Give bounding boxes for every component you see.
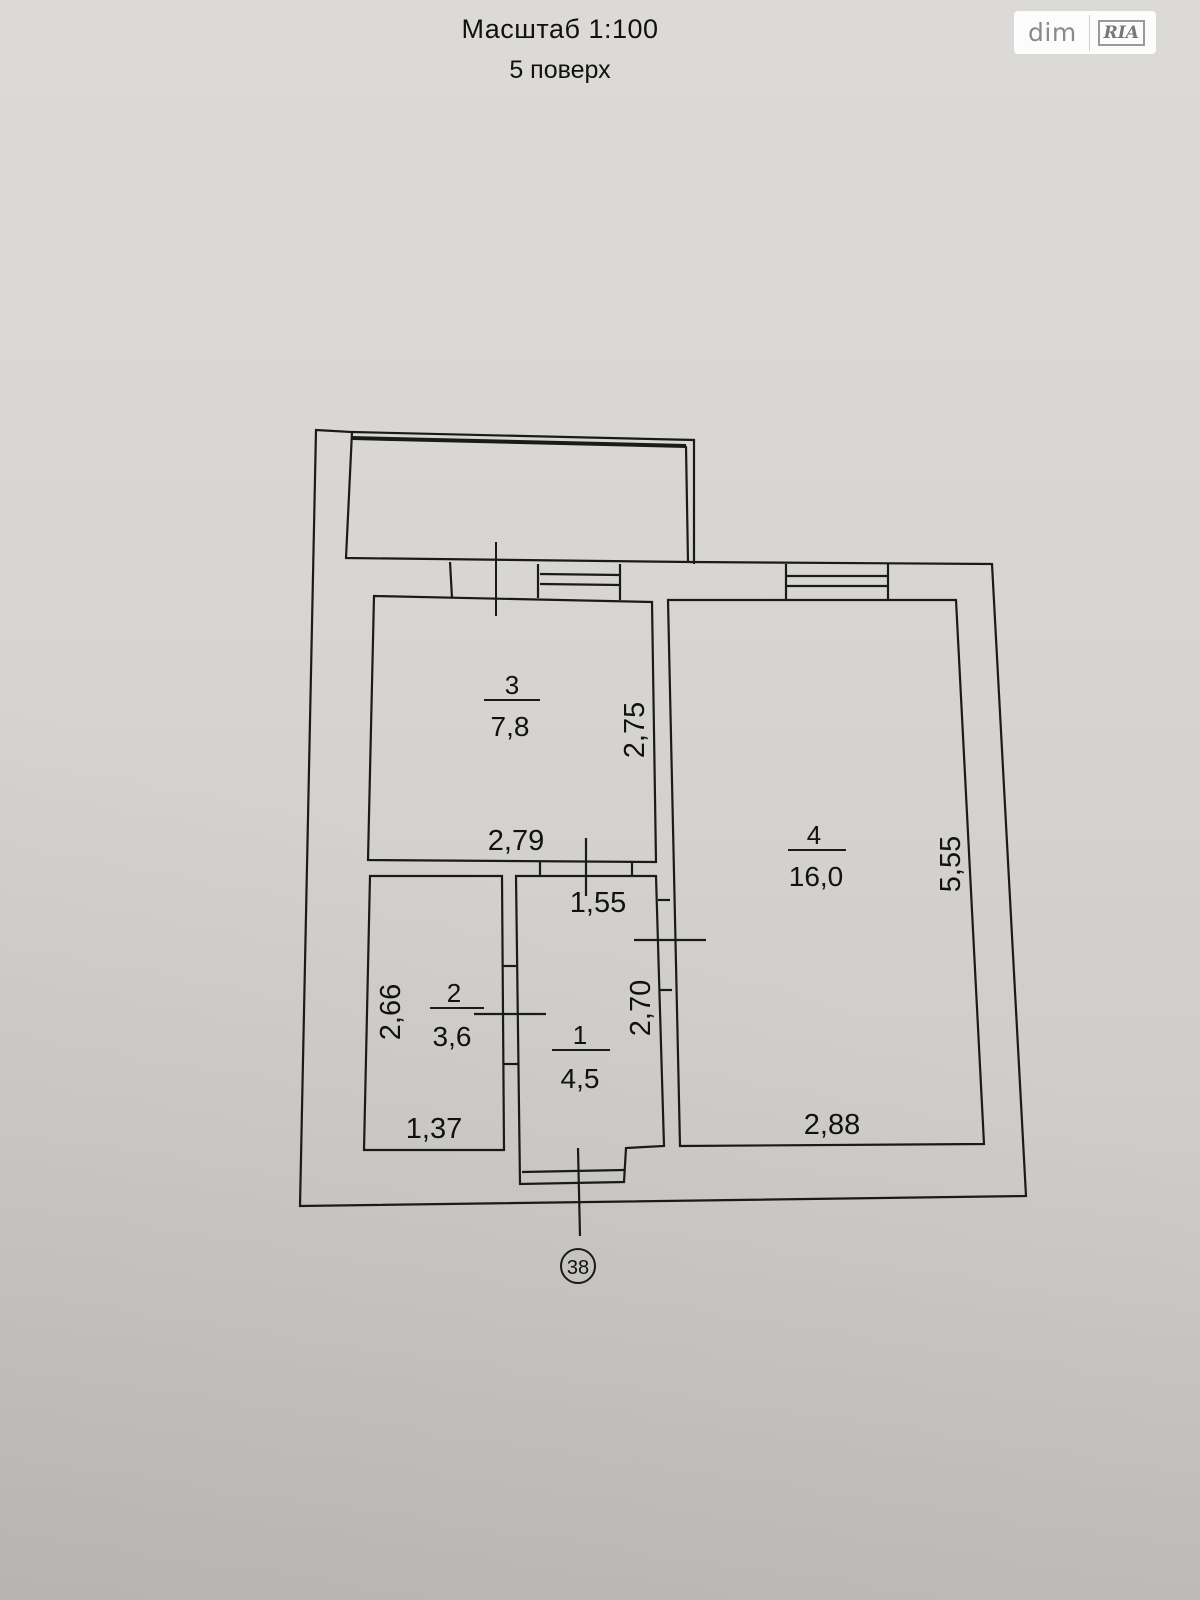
door-room-3 [538, 838, 634, 896]
watermark-divider [1088, 14, 1090, 51]
room-4-outline [666, 598, 986, 1148]
room-area: 16,0 [789, 861, 844, 892]
room-1-outline [514, 874, 666, 1186]
dimria-watermark: dim RIA [1014, 11, 1156, 54]
window-room-4 [784, 564, 890, 600]
floor-label: 5 поверх [509, 56, 611, 84]
room-area: 4,5 [561, 1063, 600, 1094]
dimension-corridor-width: 1,55 [570, 887, 626, 919]
room-3-label: 3 7,8 [484, 670, 540, 742]
room-3-outline [366, 594, 658, 864]
room-number: 2 [447, 978, 461, 1008]
room-1-label: 1 4,5 [552, 1020, 610, 1094]
room-2-outline [362, 874, 506, 1152]
door-room-2 [474, 964, 546, 1066]
balcony [351, 430, 696, 564]
ria-logo-icon: RIA [1097, 19, 1145, 46]
watermark-text: dim [1028, 18, 1077, 47]
dimension-room4-width: 2,88 [804, 1109, 860, 1141]
dimension-room2-width: 1,37 [406, 1113, 462, 1145]
window-room-3 [448, 542, 622, 616]
room-number: 3 [505, 670, 519, 700]
room-number: 1 [573, 1020, 587, 1050]
dimension-room1-height: 2,70 [625, 980, 657, 1036]
apartment-number-circle [560, 1248, 596, 1284]
outer-wall [298, 428, 1028, 1208]
balcony-rail [351, 436, 687, 448]
entrance-door [521, 1147, 625, 1237]
room-4-label: 4 16,0 [788, 820, 846, 892]
scale-label: Масштаб 1:100 [461, 14, 659, 44]
room-area: 3,6 [433, 1021, 472, 1052]
dimension-room3-height: 2,75 [619, 702, 651, 758]
dimension-room2-height: 2,66 [375, 984, 407, 1040]
dimension-room3-width: 2,79 [488, 825, 544, 857]
room-2-label: 2 3,6 [430, 978, 484, 1052]
balcony-inner-wall [684, 445, 690, 563]
room-number: 4 [807, 820, 821, 850]
door-room-4 [634, 898, 706, 992]
dimension-room4-height: 5,55 [935, 836, 967, 892]
apartment-number: 38 [567, 1257, 589, 1279]
room-area: 7,8 [491, 711, 530, 742]
